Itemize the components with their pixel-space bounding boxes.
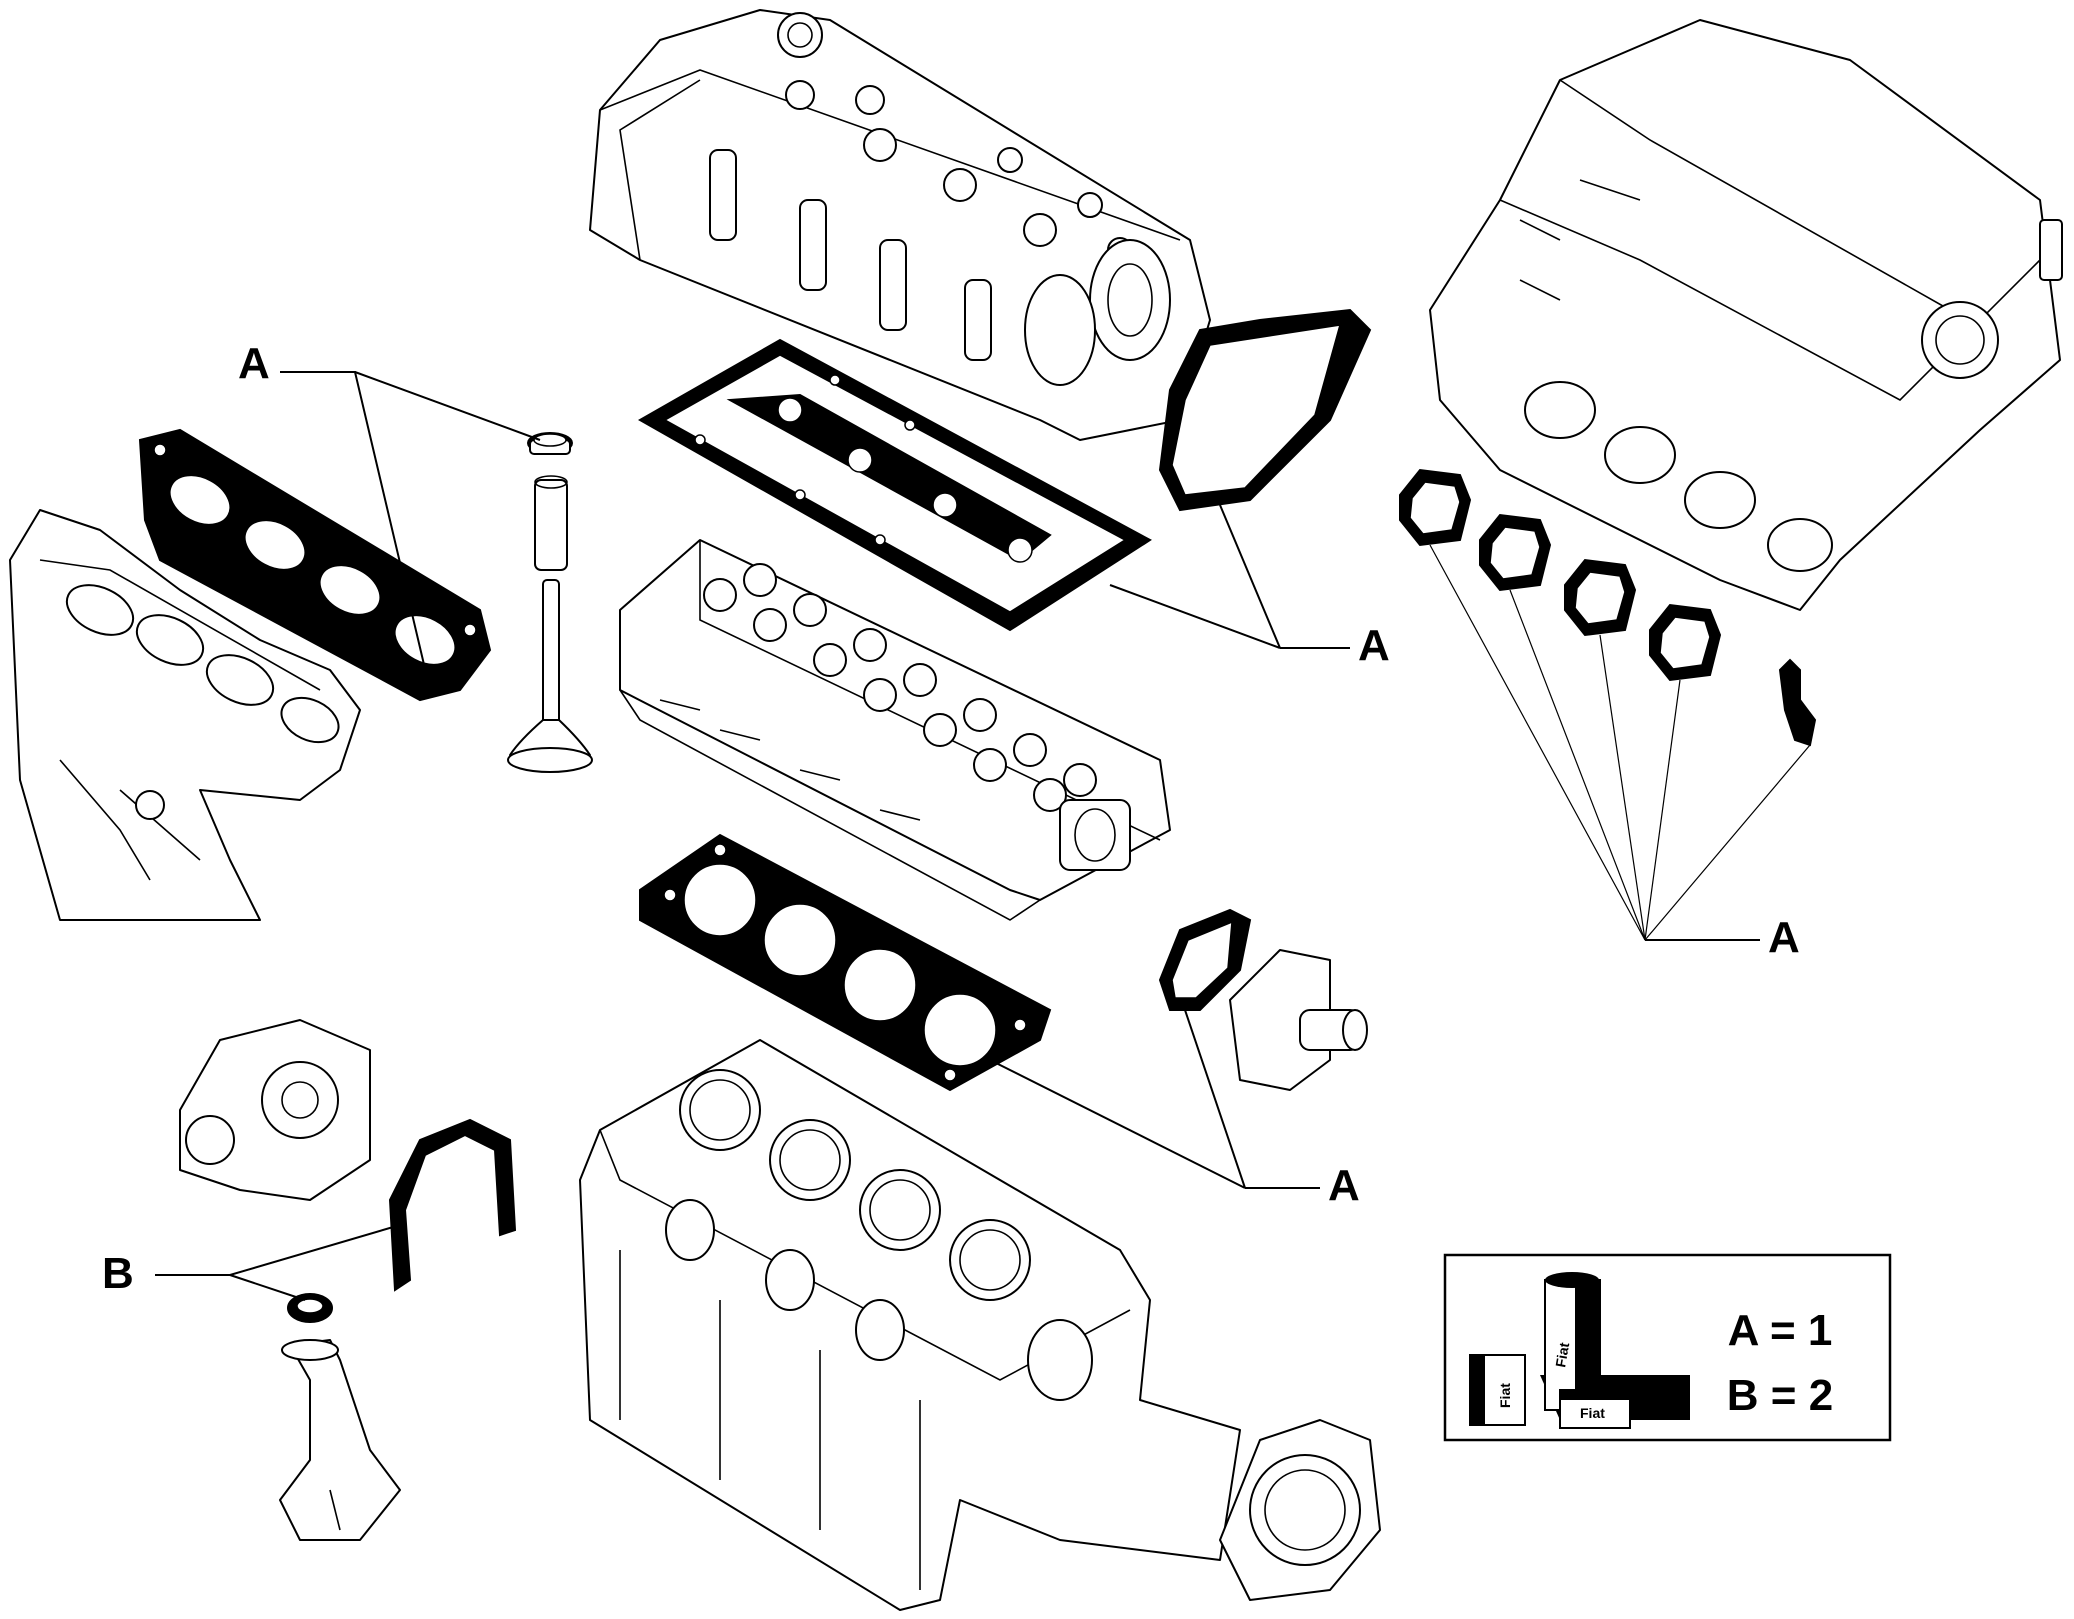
leader-lines xyxy=(155,371,1811,1301)
intake-manifold xyxy=(1429,19,2063,611)
package-brand-label-2: Fiat xyxy=(1552,1341,1572,1369)
callout-b-timing: B xyxy=(102,1249,134,1298)
callout-a-valve-cover: A xyxy=(1358,621,1390,670)
intake-port-gasket-2 xyxy=(1479,513,1552,592)
legend-a-quantity: A = 1 xyxy=(1728,1306,1833,1355)
package-brand-label-1: Fiat xyxy=(1497,1383,1513,1408)
timing-cover-gasket xyxy=(388,1118,517,1292)
oil-pump xyxy=(179,1019,371,1201)
intake-small-gasket xyxy=(1778,658,1817,747)
crankshaft-front-seal xyxy=(287,1293,333,1323)
intake-port-gasket-4 xyxy=(1649,603,1722,682)
thermostat-gasket xyxy=(1158,908,1252,1011)
intake-port-gasket-3 xyxy=(1564,558,1637,637)
valve xyxy=(507,579,593,773)
timing-side-gasket xyxy=(1158,308,1372,512)
cylinder-head-cover xyxy=(589,9,1211,441)
package-brand-label-3: Fiat xyxy=(1580,1405,1605,1421)
cylinder-head xyxy=(619,539,1171,921)
callout-a-head-gasket: A xyxy=(1328,1161,1360,1210)
valve-cover-gasket xyxy=(637,338,1152,632)
head-gasket xyxy=(639,833,1052,1092)
legend-box: Fiat Fiat Fiat A = 1 B = 2 xyxy=(1443,1253,1892,1442)
callout-a-intake: A xyxy=(1768,913,1800,962)
exhaust-manifold-gasket xyxy=(138,428,492,702)
rear-main-seal xyxy=(1219,1419,1381,1601)
engine-block xyxy=(579,1039,1241,1611)
exhaust-manifold xyxy=(9,509,361,921)
legend-b-quantity: B = 2 xyxy=(1727,1371,1833,1420)
oil-pickup xyxy=(279,1339,401,1541)
valve-stem-seal xyxy=(527,432,573,455)
valve-guide xyxy=(534,475,568,571)
parts-package-icon: Fiat Fiat Fiat xyxy=(1469,1272,1690,1429)
thermostat-housing xyxy=(1229,949,1368,1091)
intake-port-gasket-1 xyxy=(1399,468,1472,547)
callout-a-exhaust: A xyxy=(238,339,270,388)
valve-springs xyxy=(703,563,1097,812)
